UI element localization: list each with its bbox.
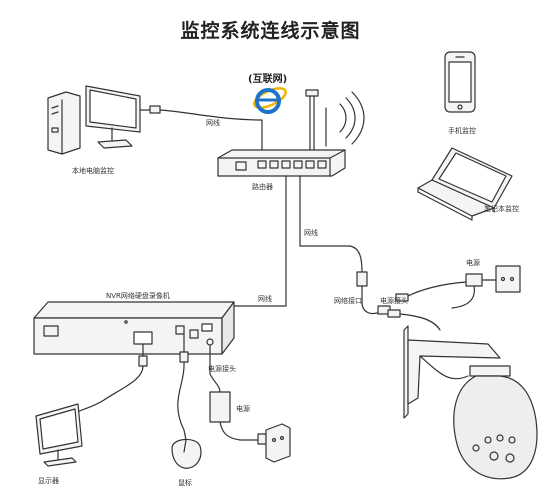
ptz-camera-icon xyxy=(403,325,538,480)
mouse-icon xyxy=(171,438,202,469)
monitor-icon xyxy=(35,403,83,467)
router-label: 路由器 xyxy=(252,183,273,191)
cable-pc-label: 网线 xyxy=(206,119,220,127)
cable-nvr-mouse xyxy=(177,333,187,441)
mouse-label: 鼠标 xyxy=(178,479,192,487)
cable-nvr-power xyxy=(209,344,221,393)
router-icon xyxy=(217,89,365,177)
cable-pc-router xyxy=(159,109,263,151)
power-adapter-nvr-icon xyxy=(209,391,291,463)
laptop-label: 笔记本监控 xyxy=(484,205,519,213)
nvr-recorder-icon xyxy=(33,301,235,355)
cable-router-label: 网线 xyxy=(304,229,318,237)
desktop-pc-icon xyxy=(47,85,161,155)
power-adapter-camera-icon xyxy=(387,265,521,331)
local-pc-label: 本地电脑监控 xyxy=(72,167,114,175)
internet-label: (互联网) xyxy=(248,74,288,85)
monitor-label: 显示器 xyxy=(38,477,59,485)
mobile-phone-icon xyxy=(444,51,476,113)
internet-explorer-icon xyxy=(253,87,287,114)
nvr-label: NVR网络硬盘录像机 xyxy=(106,292,170,300)
mobile-label: 手机监控 xyxy=(448,127,476,135)
laptop-icon xyxy=(417,147,513,221)
cable-nvr-label: 网线 xyxy=(258,295,272,303)
network-port-label: 网络接口 xyxy=(334,297,362,305)
cable-router-nvr xyxy=(199,175,287,321)
power-camera-label: 电源 xyxy=(466,259,480,267)
page-title: 监控系统连线示意图 xyxy=(180,20,361,42)
power-connector-nvr-label: 电源接头 xyxy=(208,365,236,373)
power-nvr-label: 电源 xyxy=(236,405,250,413)
cable-nvr-monitor xyxy=(73,343,144,415)
power-connector-camera-label: 电源接头 xyxy=(380,297,408,305)
cable-router-camera xyxy=(299,175,363,273)
